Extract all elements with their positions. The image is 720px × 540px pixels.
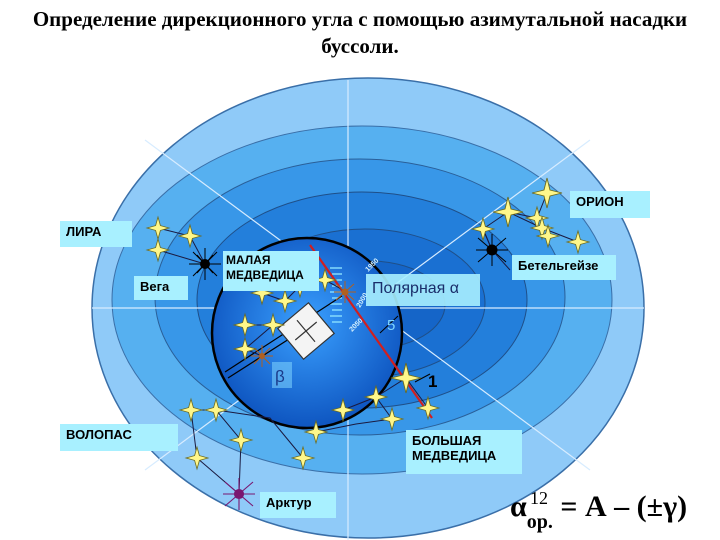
label-ursa-minor: МАЛАЯ МЕДВЕДИЦА — [223, 251, 319, 291]
page-title: Определение дирекционного угла с помощью… — [32, 7, 688, 58]
formula-sup: 12 — [530, 488, 548, 508]
label-lyra: ЛИРА — [60, 221, 132, 247]
label-polaris: Полярная α — [366, 274, 480, 306]
polaris-line — [309, 244, 433, 419]
star-burst-vega — [189, 248, 221, 280]
star-burst-polaris — [334, 281, 356, 303]
label-bootes: ВОЛОПАС — [60, 424, 178, 451]
formula-rest: = А – (±γ) — [552, 490, 688, 523]
star-burst-betelgeuse — [476, 234, 508, 266]
marker-five: 5 — [387, 317, 395, 334]
label-betelgeuse: Бетельгейзе — [512, 255, 616, 280]
label-orion: ОРИОН — [570, 191, 650, 218]
formula-sub: ор. — [526, 511, 553, 533]
beta-label: β — [275, 367, 285, 386]
star-burst-beta — [251, 345, 273, 367]
label-arcturus: Арктур — [260, 492, 336, 518]
sight-reticle — [276, 301, 336, 361]
star-burst-arcturus — [223, 478, 255, 510]
formula-alpha: α — [510, 490, 527, 523]
line-markers — [379, 315, 431, 383]
beta-box — [272, 362, 292, 388]
label-ursa-major: БОЛЬШАЯ МЕДВЕДИЦА — [406, 430, 522, 474]
marker-one: 1 — [428, 372, 437, 391]
label-vega: Вега — [134, 276, 188, 300]
